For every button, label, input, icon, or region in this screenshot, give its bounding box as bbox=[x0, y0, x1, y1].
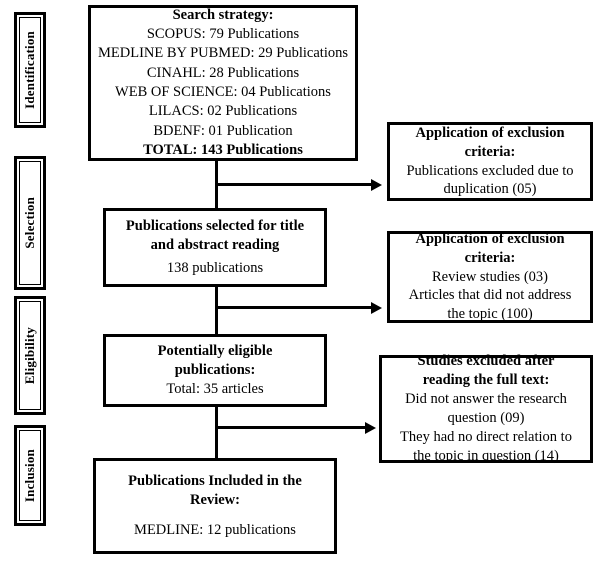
excluded-duplication-body-line-1: Publications excluded due to bbox=[406, 162, 574, 179]
stage-inner-inclusion: Inclusion bbox=[19, 430, 41, 521]
stage-label-text: Identification bbox=[22, 31, 37, 109]
excluded-fulltext-title-line-2: reading the full text: bbox=[422, 372, 550, 389]
screened-title-line-2: and abstract reading bbox=[150, 236, 280, 253]
search-strategy-source-scopus: SCOPUS: 79 Publications bbox=[146, 26, 300, 43]
search-strategy-source-web-of-science: WEB OF SCIENCE: 04 Publications bbox=[115, 84, 331, 100]
connector-selection-to-eligibility bbox=[215, 286, 218, 336]
search-strategy-total: TOTAL: 143 Publications bbox=[143, 141, 303, 158]
box-publications-included: Publications Included in the Review: MED… bbox=[93, 458, 337, 554]
screened-title-line-1: Publications selected for title bbox=[125, 218, 305, 234]
search-strategy-source-lilacs: LILACS: 02 Publications bbox=[148, 103, 298, 120]
excluded-criteria-title-line-1: Application of exclusion bbox=[415, 230, 565, 247]
connector-branch-to-exclusion-duplication bbox=[215, 183, 373, 186]
search-strategy-source-cinahl: CINAHL: 28 Publications bbox=[146, 64, 300, 81]
box-excluded-duplication: Application of exclusion criteria: Publi… bbox=[387, 122, 593, 201]
included-count: MEDLINE: 12 publications bbox=[134, 522, 296, 539]
arrowhead-to-exclusion-criteria bbox=[371, 301, 382, 314]
excluded-criteria-body-line-3: the topic (100) bbox=[447, 306, 533, 323]
search-strategy-source-bdenf: BDENF: 01 Publication bbox=[153, 122, 293, 139]
box-excluded-fulltext: Studies excluded after reading the full … bbox=[379, 353, 593, 464]
eligible-title-line-1: Potentially eligible bbox=[157, 343, 273, 360]
arrowhead-to-exclusion-fulltext bbox=[365, 421, 376, 434]
stage-inner-identification: Identification bbox=[19, 17, 41, 123]
box-excluded-criteria: Application of exclusion criteria: Revie… bbox=[387, 231, 593, 323]
excluded-fulltext-body-line-3: They had no direct relation to bbox=[400, 428, 572, 445]
excluded-fulltext-body-line-4: the topic in question (14) bbox=[413, 447, 559, 464]
connector-branch-to-exclusion-criteria bbox=[215, 306, 373, 309]
stage-inner-eligibility: Eligibility bbox=[19, 301, 41, 410]
arrowhead-to-exclusion-duplication bbox=[371, 178, 382, 191]
stage-label-inclusion: Inclusion bbox=[14, 425, 46, 526]
box-publications-screened: Publications selected for title and abst… bbox=[103, 208, 327, 287]
box-search-strategy: Search strategy: SCOPUS: 79 Publications… bbox=[88, 5, 358, 161]
eligible-title-line-2: publications: bbox=[174, 362, 256, 379]
stage-label-identification: Identification bbox=[14, 12, 46, 128]
excluded-fulltext-body-line-2: question (09) bbox=[447, 410, 525, 426]
excluded-duplication-body-line-2: duplication (05) bbox=[443, 181, 537, 198]
included-title-line-1: Publications Included in the bbox=[128, 472, 302, 489]
stage-label-text: Selection bbox=[22, 197, 37, 249]
eligible-count: Total: 35 articles bbox=[166, 380, 264, 397]
search-strategy-source-medline: MEDLINE BY PUBMED: 29 Publications bbox=[98, 45, 348, 62]
excluded-duplication-title-line-2: criteria: bbox=[464, 143, 516, 160]
stage-label-text: Eligibility bbox=[22, 326, 37, 385]
stage-label-text: Inclusion bbox=[22, 448, 37, 503]
stage-label-selection: Selection bbox=[14, 156, 46, 290]
excluded-criteria-title-line-2: criteria: bbox=[464, 249, 516, 266]
connector-branch-to-exclusion-fulltext bbox=[215, 426, 367, 429]
excluded-fulltext-body-line-1: Did not answer the research bbox=[405, 391, 567, 408]
excluded-duplication-title-line-1: Application of exclusion bbox=[415, 124, 565, 141]
box-potentially-eligible: Potentially eligible publications: Total… bbox=[103, 334, 327, 407]
included-title-line-2: Review: bbox=[190, 491, 240, 508]
stage-label-eligibility: Eligibility bbox=[14, 296, 46, 415]
screened-count: 138 publications bbox=[166, 260, 264, 277]
excluded-criteria-body-line-2: Articles that did not address bbox=[408, 287, 572, 304]
excluded-criteria-body-line-1: Review studies (03) bbox=[432, 268, 548, 285]
search-strategy-title: Search strategy: bbox=[172, 6, 274, 23]
connector-eligibility-to-inclusion bbox=[215, 404, 218, 460]
stage-inner-selection: Selection bbox=[19, 161, 41, 285]
excluded-fulltext-title-line-1: Studies excluded after bbox=[417, 353, 555, 370]
